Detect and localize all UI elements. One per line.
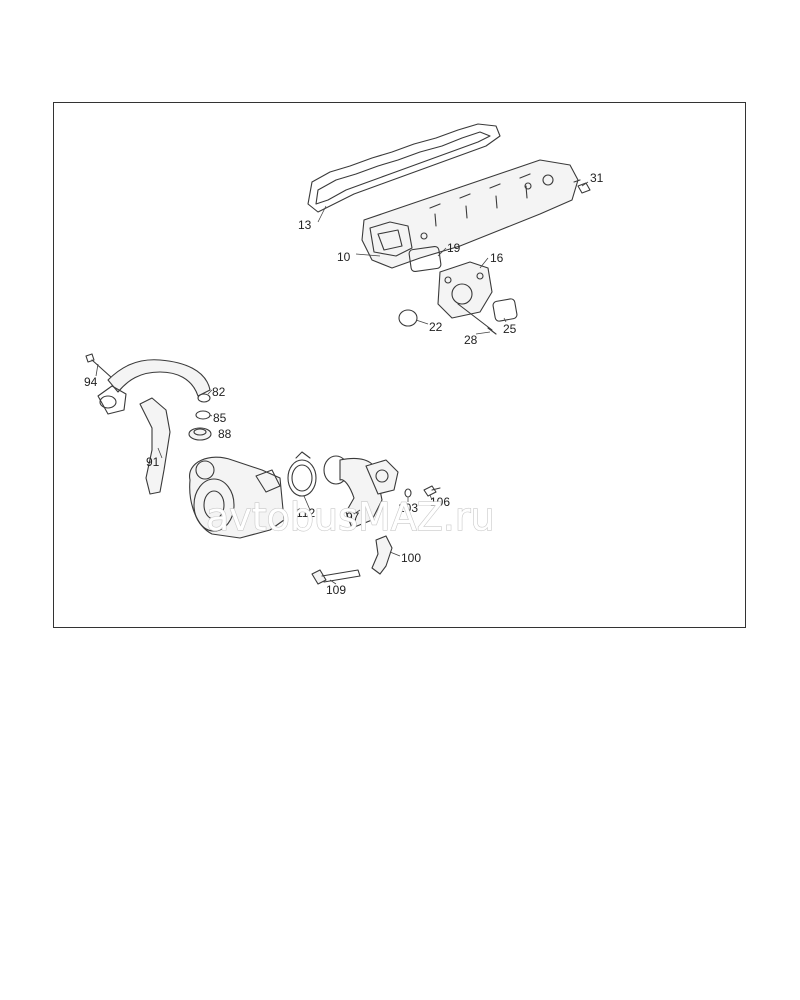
watermark: avtobusMAZ.ru [206, 495, 495, 539]
label-112: 112 [296, 506, 315, 520]
label-16: 16 [490, 251, 504, 265]
label-103: 103 [398, 501, 418, 515]
gasket-13-shape [307, 123, 501, 213]
bracket-91-shape [139, 397, 171, 495]
exhaust-manifold-10-shape [361, 159, 579, 269]
label-100: 100 [401, 551, 421, 565]
ring-22-shape [398, 309, 418, 327]
pipe-82-shape [97, 359, 211, 415]
label-22: 22 [429, 320, 443, 334]
label-106: 106 [430, 495, 450, 509]
stud-28-shape [457, 303, 497, 335]
label-97: 97 [346, 510, 360, 524]
bolt-106-shape [423, 485, 441, 497]
label-94: 94 [84, 375, 98, 389]
label-91: 91 [146, 455, 160, 469]
fitting-88-shape [188, 427, 212, 441]
flange-16-shape [437, 261, 493, 319]
label-19: 19 [447, 241, 461, 255]
label-13: 13 [298, 218, 312, 232]
bracket-100-shape [371, 535, 393, 575]
bolt-31-shape [573, 179, 591, 194]
label-82: 82 [212, 385, 226, 399]
label-109: 109 [326, 583, 346, 597]
bolt-94-shape [85, 353, 113, 379]
label-88: 88 [218, 427, 232, 441]
o-ring-85-shape [195, 410, 211, 420]
clamp-112-shape [287, 451, 317, 497]
label-10: 10 [337, 250, 351, 264]
gasket-25-shape [492, 298, 518, 322]
label-25: 25 [503, 322, 517, 336]
label-31: 31 [590, 171, 604, 185]
label-28: 28 [464, 333, 478, 347]
exhaust-elbow-97-shape [323, 455, 399, 529]
turbocharger-shape [189, 456, 285, 539]
gasket-19-shape [408, 245, 442, 273]
bolt-109-shape [311, 569, 361, 585]
label-85: 85 [213, 411, 227, 425]
leader-lines [95, 181, 589, 585]
